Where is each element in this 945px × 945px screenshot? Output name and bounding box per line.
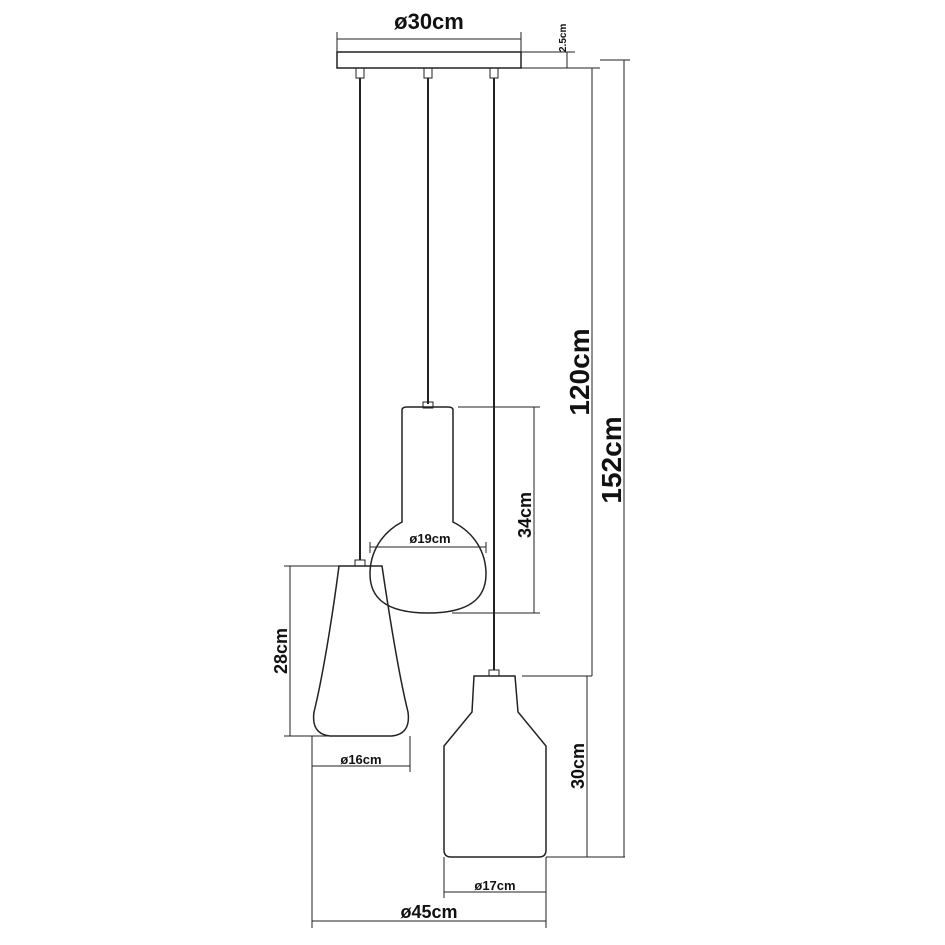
overall-width-label: ø45cm (400, 902, 457, 922)
right-diameter-label: ø17cm (474, 878, 515, 893)
left-shade (312, 565, 410, 737)
canopy-height-label: 2.5cm (558, 24, 569, 52)
left-height-label: 28cm (271, 628, 291, 674)
left-shade-cap (354, 559, 366, 567)
left-cable-connector (355, 67, 365, 79)
middle-shade (369, 406, 487, 614)
middle-cable-connector (423, 67, 433, 79)
cable-length-label: 120cm (564, 328, 595, 415)
right-height-label: 30cm (568, 743, 588, 789)
canopy-diameter-label: ø30cm (394, 9, 464, 34)
middle-diameter-label: ø19cm (409, 531, 450, 546)
left-diameter-label: ø16cm (340, 752, 381, 767)
right-shade (443, 675, 547, 858)
canopy-plate (336, 51, 522, 69)
right-cable-connector (489, 67, 499, 79)
right-shade-cap (488, 669, 500, 677)
total-height-label: 152cm (596, 416, 627, 503)
middle-shade-cap (422, 401, 434, 409)
middle-height-label: 34cm (515, 492, 535, 538)
